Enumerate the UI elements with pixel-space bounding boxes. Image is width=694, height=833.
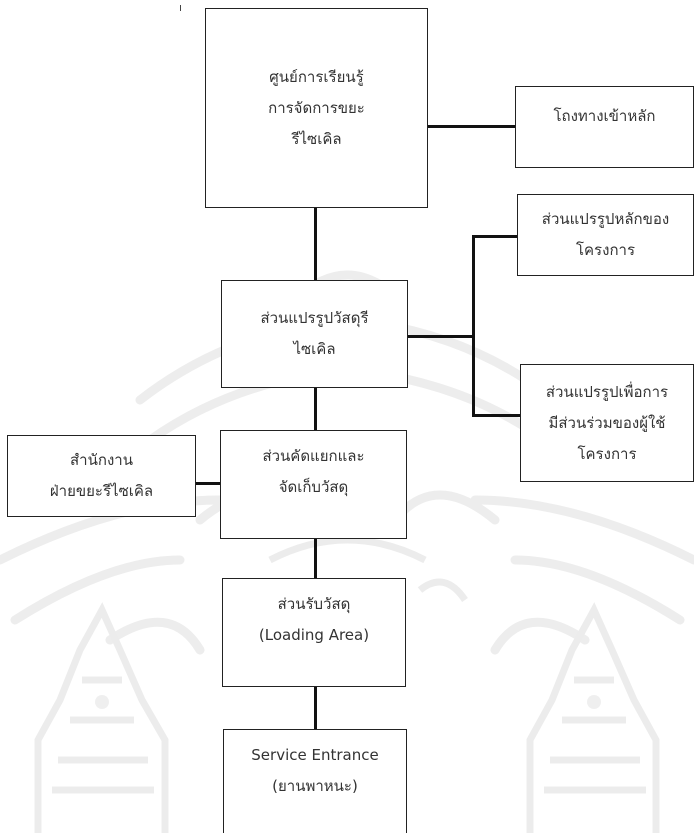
service-entrance-line-1: Service Entrance bbox=[251, 746, 379, 764]
connector-receiving-to-entrance bbox=[314, 686, 317, 730]
connector-center-to-processing bbox=[314, 207, 317, 281]
participation-line-3: โครงการ bbox=[577, 444, 637, 463]
main-processing-line-1: ส่วนแปรรูปหลักของ bbox=[541, 210, 670, 228]
receiving-box: ส่วนรับวัสดุ (Loading Area) bbox=[222, 578, 406, 687]
main-processing-box: ส่วนแปรรูปหลักของ โครงการ bbox=[517, 194, 694, 276]
sorting-line-2: จัดเก็บวัสดุ bbox=[278, 478, 349, 496]
main-hall-label: โถงทางเข้าหลัก bbox=[553, 107, 656, 125]
recycle-processing-line-2: ไซเคิล bbox=[293, 340, 336, 358]
connector-center-to-hall bbox=[427, 125, 516, 128]
office-line-1: สำนักงาน bbox=[70, 451, 133, 469]
connector-branch-vertical bbox=[472, 235, 475, 416]
office-box: สำนักงาน ฝ่ายขยะรีไซเคิล bbox=[7, 435, 196, 517]
sorting-storage-box: ส่วนคัดแยกและ จัดเก็บวัสดุ bbox=[220, 430, 407, 539]
learning-center-line-2: การจัดการขยะ bbox=[268, 98, 365, 117]
scan-mark bbox=[180, 5, 181, 11]
participation-line-1: ส่วนแปรรูปเพื่อการ bbox=[545, 382, 669, 401]
connector-processing-to-sorting bbox=[314, 387, 317, 431]
connector-branch-to-participation bbox=[472, 414, 521, 417]
receiving-line-1: ส่วนรับวัสดุ bbox=[277, 595, 351, 613]
connector-branch-to-main-processing bbox=[472, 235, 518, 238]
participation-processing-box: ส่วนแปรรูปเพื่อการ มีส่วนร่วมของผู้ใช้ โ… bbox=[520, 364, 694, 482]
sorting-line-1: ส่วนคัดแยกและ bbox=[262, 447, 365, 465]
connector-sorting-to-receiving bbox=[314, 538, 317, 579]
connector-processing-to-branch bbox=[406, 335, 474, 338]
connector-office-to-sorting bbox=[195, 482, 221, 485]
participation-line-2: มีส่วนร่วมของผู้ใช้ bbox=[548, 413, 666, 432]
main-hall-box: โถงทางเข้าหลัก bbox=[515, 86, 694, 168]
learning-center-box: ศูนย์การเรียนรู้ การจัดการขยะ รีไซเคิล bbox=[205, 8, 428, 208]
office-line-2: ฝ่ายขยะรีไซเคิล bbox=[49, 482, 154, 500]
service-entrance-box: Service Entrance (ยานพาหนะ) bbox=[223, 729, 407, 833]
service-entrance-line-2: (ยานพาหนะ) bbox=[272, 777, 358, 795]
recycle-processing-line-1: ส่วนแปรรูปวัสดุรี bbox=[260, 309, 369, 327]
learning-center-line-3: รีไซเคิล bbox=[291, 129, 342, 148]
main-processing-line-2: โครงการ bbox=[575, 241, 636, 259]
learning-center-line-1: ศูนย์การเรียนรู้ bbox=[269, 67, 364, 86]
recycle-processing-box: ส่วนแปรรูปวัสดุรี ไซเคิล bbox=[221, 280, 408, 388]
receiving-line-2: (Loading Area) bbox=[258, 626, 370, 644]
